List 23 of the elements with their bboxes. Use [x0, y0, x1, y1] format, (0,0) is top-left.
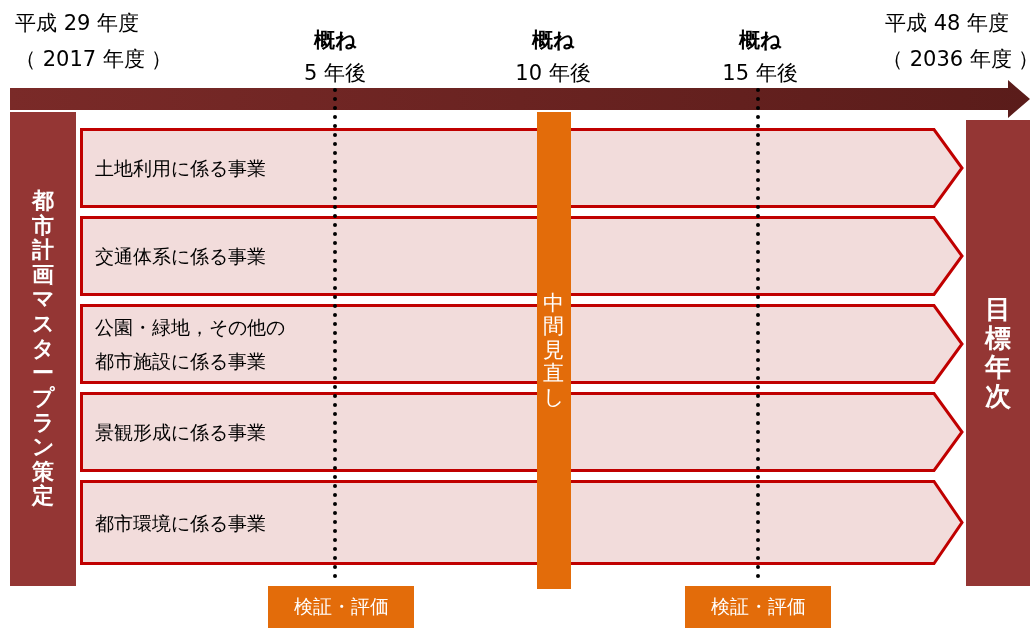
band-label: 土地利用に係る事業 — [95, 156, 267, 181]
time-label: （ 2017 年度 ） — [15, 46, 173, 73]
time-label: 平成 48 年度 — [885, 10, 1010, 37]
side-band — [10, 112, 76, 586]
review-tag: 検証・評価 — [685, 586, 831, 628]
band-title: 中間見直し — [542, 291, 565, 410]
time-label: 10 年後 — [515, 60, 591, 87]
band-label: 都市環境に係る事業 — [95, 510, 267, 536]
time-label: 概ね — [531, 27, 575, 54]
time-label: 概ね — [313, 27, 357, 54]
time-label: 平成 29 年度 — [15, 10, 140, 37]
time-label: 5 年後 — [304, 60, 366, 87]
time-label: 15 年後 — [722, 60, 798, 87]
review-tag: 検証・評価 — [268, 586, 414, 628]
band-title: 都市計画マスタープラン策定 — [31, 188, 55, 510]
side-band — [966, 120, 1030, 586]
band-label: 景観形成に係る事業 — [95, 420, 267, 445]
band-label: 交通体系に係る事業 — [95, 244, 267, 269]
band-title: 目標年次 — [984, 294, 1012, 412]
milestone-bar — [537, 112, 571, 589]
band-label: 公園・緑地，その他の都市施設に係る事業 — [95, 315, 286, 374]
time-label: 概ね — [738, 27, 782, 54]
time-label: （ 2036 年度 ） — [882, 46, 1035, 73]
